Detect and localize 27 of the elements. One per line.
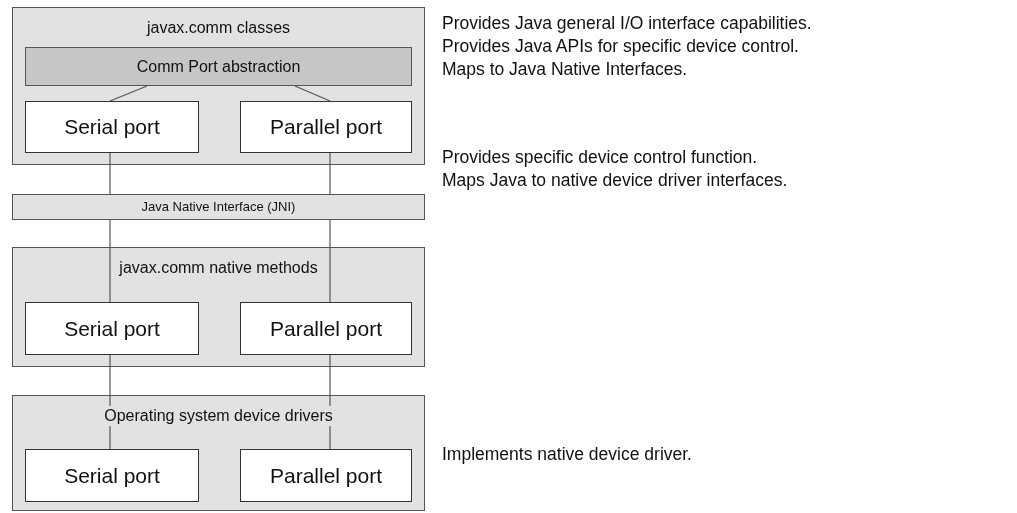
node-label: javax.comm classes bbox=[145, 18, 292, 38]
port-box bbox=[240, 449, 412, 502]
port-box bbox=[25, 101, 199, 153]
description-text: Maps to Java Native Interfaces. bbox=[442, 58, 689, 81]
port-box bbox=[240, 302, 412, 355]
port-box bbox=[240, 101, 412, 153]
connector-line bbox=[329, 354, 331, 450]
description-text: Maps Java to native device driver interfaces. bbox=[442, 169, 788, 192]
port-box bbox=[25, 302, 199, 355]
port-box bbox=[25, 449, 199, 502]
description-text: Provides Java general I/O interface capabilities. bbox=[442, 12, 812, 35]
connector-line bbox=[294, 85, 331, 102]
connector-line bbox=[109, 152, 111, 195]
connector-line bbox=[109, 354, 111, 450]
node-label: Operating system device drivers bbox=[103, 406, 334, 426]
layer-panel bbox=[12, 395, 425, 511]
connector-line bbox=[329, 152, 331, 195]
interface-band bbox=[12, 194, 425, 220]
description-text: Provides specific device control function. bbox=[442, 146, 759, 169]
abstraction-bar bbox=[25, 47, 412, 86]
layer-panel bbox=[12, 7, 425, 165]
connector-line bbox=[329, 219, 331, 303]
node-label: javax.comm native methods bbox=[118, 258, 319, 278]
description-text: Provides Java APIs for specific device control. bbox=[442, 35, 800, 58]
description-text: Implements native device driver. bbox=[442, 443, 692, 466]
layer-panel bbox=[12, 247, 425, 367]
connector-line bbox=[109, 219, 111, 303]
